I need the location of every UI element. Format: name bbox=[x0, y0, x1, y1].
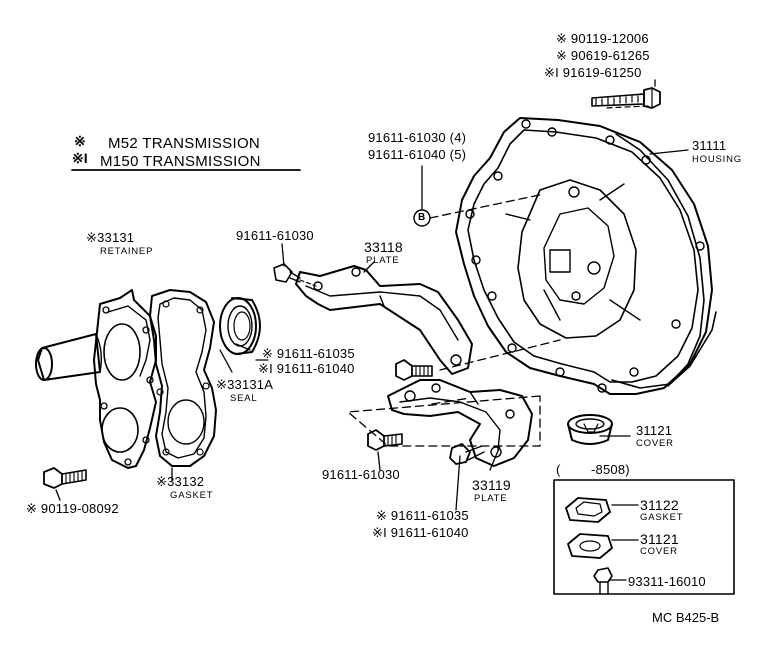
callout-bolt-left: ※ 90119-08092 bbox=[26, 501, 119, 516]
callout-bolt-lower: 91611-61030 bbox=[322, 467, 400, 482]
legend-text-m150: M150 TRANSMISSION bbox=[100, 153, 261, 170]
b-marker-circle bbox=[413, 209, 431, 227]
callout-box-gasket-number: 31122 bbox=[640, 497, 679, 513]
diagram-code: MC B425-B bbox=[652, 610, 720, 625]
legend-text-m52: M52 TRANSMISSION bbox=[108, 135, 261, 152]
callout-plate-lower-name: PLATE bbox=[474, 493, 508, 504]
callout-bolts-b-2: 91611-61040 (5) bbox=[368, 147, 467, 162]
legend-mark-m52: ※ bbox=[74, 133, 86, 149]
callout-bolt-top-3: ※I 91619-61250 bbox=[544, 65, 642, 80]
callout-bolts-mid-2: ※I 91611-61040 bbox=[258, 361, 355, 376]
callout-bolts-bottom-2: ※I 91611-61040 bbox=[372, 525, 469, 540]
seal-33131a bbox=[219, 297, 261, 355]
bolt-top bbox=[591, 87, 661, 109]
callout-retainer-number: ※33131 bbox=[86, 230, 135, 245]
b-marker-letter: B bbox=[418, 212, 426, 223]
callout-bolt-top-1: ※ 90119-12006 bbox=[556, 31, 649, 46]
callout-bolts-b-1: 91611-61030 (4) bbox=[368, 130, 467, 145]
callout-seal-name: SEAL bbox=[230, 393, 258, 404]
cover-31121 bbox=[567, 414, 613, 445]
callout-box-bolt: 93311-16010 bbox=[628, 574, 706, 589]
legend-mark-m150: ※I bbox=[72, 150, 88, 166]
callout-plate-upper-name: PLATE bbox=[366, 255, 400, 266]
plate-33118 bbox=[295, 265, 473, 375]
plate-33119 bbox=[387, 379, 533, 467]
callout-retainer-name: RETAINEP bbox=[100, 246, 154, 257]
callout-seal-number: ※33131A bbox=[216, 377, 274, 392]
gasket-33132 bbox=[149, 289, 217, 467]
retainer-33131 bbox=[35, 289, 157, 469]
callout-cover-name: COVER bbox=[636, 438, 674, 449]
bolt-mid bbox=[395, 359, 433, 381]
callout-bolts-mid-1: ※ 91611-61035 bbox=[262, 346, 355, 361]
callout-gasket-name: GASKET bbox=[170, 490, 214, 501]
bolt-lower bbox=[367, 429, 403, 451]
callout-bolt-plate: 91611-61030 bbox=[236, 228, 314, 243]
callout-cover-number: 31121 bbox=[636, 423, 673, 438]
bolt-plate bbox=[273, 263, 317, 287]
callout-housing-number: 31111 bbox=[692, 138, 727, 153]
housing-31111 bbox=[455, 117, 717, 395]
callout-housing-name: HOUSING bbox=[692, 154, 742, 165]
callout-plate-lower-number: 33119 bbox=[472, 477, 511, 493]
alt-parts-box bbox=[553, 479, 735, 595]
callout-bolts-bottom-1: ※ 91611-61035 bbox=[376, 508, 469, 523]
callout-gasket-number: ※33132 bbox=[156, 474, 205, 489]
callout-box-cover-number: 31121 bbox=[640, 531, 679, 547]
callout-bolt-top-2: ※ 90619-61265 bbox=[556, 48, 650, 63]
bolt-bottom bbox=[449, 443, 485, 465]
callout-box-cover-name: COVER bbox=[640, 546, 678, 557]
bolt-left bbox=[43, 467, 87, 489]
callout-box-range: ( -8508) bbox=[556, 462, 630, 477]
callout-plate-upper-number: 33118 bbox=[364, 239, 403, 255]
callout-box-gasket-name: GASKET bbox=[640, 512, 684, 523]
